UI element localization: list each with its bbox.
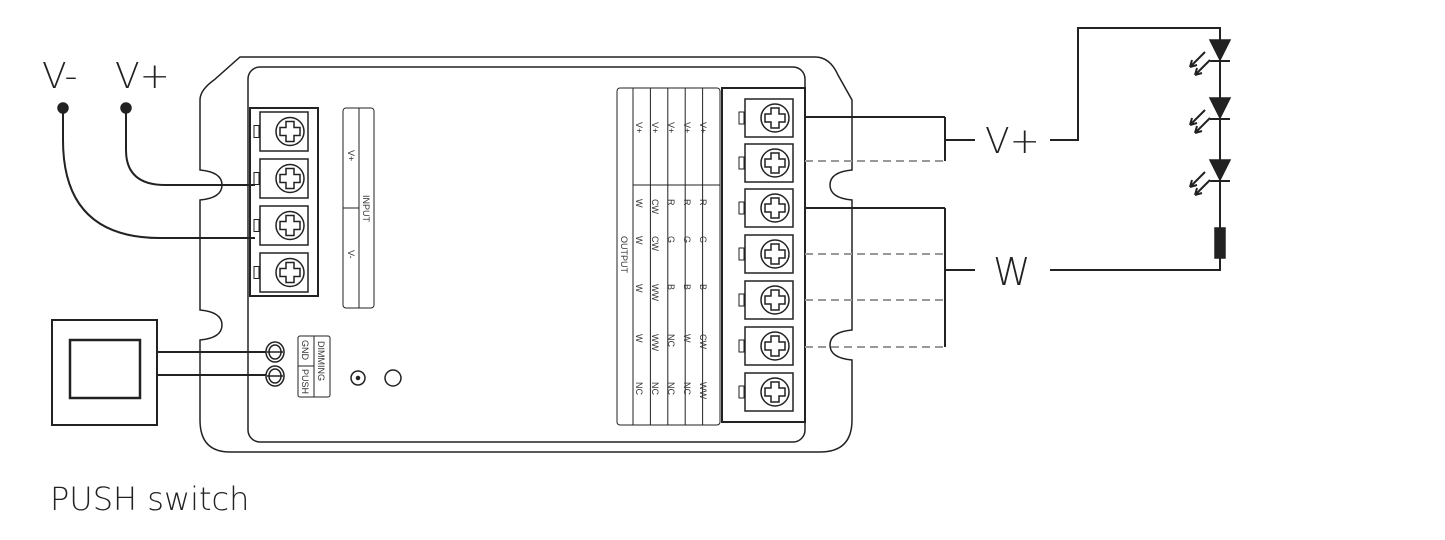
output-terminal-3 [738, 188, 794, 228]
output-cell: V+ [650, 122, 660, 133]
output-cell: V+ [634, 122, 644, 133]
output-cell: NC [682, 382, 692, 395]
dimming-terminal-gnd [265, 341, 285, 363]
output-table: OUTPUT V+WWWWNCV+CWCWWWWWNCV+RGBNCNCV+RG… [616, 87, 721, 426]
bus-plus-label: V+ [985, 121, 1040, 162]
led-indicator [350, 370, 366, 386]
output-cell: CW [698, 334, 708, 349]
input-label-box: INPUT V+ V- [342, 107, 375, 309]
push-switch-caption: PUSH switch [50, 480, 249, 518]
bus-white-label: W [993, 250, 1031, 294]
input-plus-label: V+ [346, 150, 356, 161]
output-terminal-block [721, 87, 806, 423]
led-icon [1189, 39, 1232, 76]
led-string [1189, 39, 1232, 196]
screw-icon [760, 377, 790, 407]
output-cell: CW [650, 236, 660, 251]
output-cell: NC [634, 382, 644, 395]
output-cell: WW [698, 382, 708, 399]
input-title: INPUT [361, 195, 371, 223]
resistor [1214, 227, 1226, 259]
output-cell: G [682, 236, 692, 243]
input-terminal-1 [253, 111, 309, 152]
output-cell: G [698, 236, 708, 243]
wire-bus-plus [805, 116, 975, 162]
screw-icon [760, 239, 790, 269]
wire-supply-plus [125, 108, 255, 186]
output-cell: V+ [666, 122, 676, 133]
controller-housing [199, 56, 853, 453]
screw-icon [760, 285, 790, 315]
push-switch-button [68, 338, 142, 400]
button-hole [384, 369, 402, 387]
output-cell: CW [650, 199, 660, 214]
output-cell: W [634, 334, 644, 343]
output-cell: NC [666, 382, 676, 395]
input-terminal-4 [253, 252, 309, 293]
output-title: OUTPUT [619, 236, 629, 274]
supply-plus-label: V+ [115, 56, 170, 97]
output-terminal-2 [738, 143, 794, 183]
output-cell: R [666, 199, 676, 206]
output-cell: R [698, 199, 708, 206]
dimming-terminal-push [265, 365, 285, 387]
output-cell: B [666, 284, 676, 290]
output-cell: V+ [682, 122, 692, 133]
output-cell: WW [650, 334, 660, 351]
output-terminal-7 [738, 372, 794, 412]
output-terminal-1 [738, 98, 794, 138]
output-cell: B [698, 284, 708, 290]
screw-icon [760, 331, 790, 361]
push-switch-frame [51, 319, 158, 426]
supply-minus-label: V- [42, 56, 78, 97]
output-cell: WW [650, 284, 660, 301]
dimming-label-box: DIMMING GND PUSH [297, 335, 331, 398]
screw-icon [275, 116, 305, 147]
screw-icon [760, 193, 790, 223]
output-terminal-4 [738, 234, 794, 274]
input-terminal-2 [253, 158, 309, 199]
wire-led-strip [1050, 27, 1221, 271]
dimming-title: DIMMING [316, 341, 326, 381]
led-icon [1189, 97, 1232, 134]
output-terminal-5 [738, 280, 794, 320]
output-cell: NC [666, 334, 676, 347]
output-cell: W [634, 236, 644, 245]
output-cell: B [682, 284, 692, 290]
input-terminal-block [249, 107, 319, 297]
screw-icon [760, 103, 790, 133]
dimming-push-label: PUSH [300, 369, 310, 394]
screw-icon [760, 148, 790, 178]
input-minus-label: V- [346, 250, 356, 259]
output-cell: W [682, 334, 692, 343]
led-icon [1189, 159, 1232, 196]
screw-icon [275, 257, 305, 288]
output-cell: W [634, 199, 644, 208]
output-cell: NC [650, 382, 660, 395]
wire-supply-minus [62, 108, 255, 239]
output-terminal-6 [738, 326, 794, 366]
screw-icon [275, 163, 305, 194]
output-cell: G [666, 236, 676, 243]
dimming-gnd-label: GND [300, 340, 310, 361]
output-cell: R [682, 199, 692, 206]
screw-icon [275, 210, 305, 241]
input-terminal-3 [253, 205, 309, 246]
output-cell: V+ [698, 122, 708, 133]
wire-bus-white [805, 207, 975, 348]
output-cell: W [634, 284, 644, 293]
